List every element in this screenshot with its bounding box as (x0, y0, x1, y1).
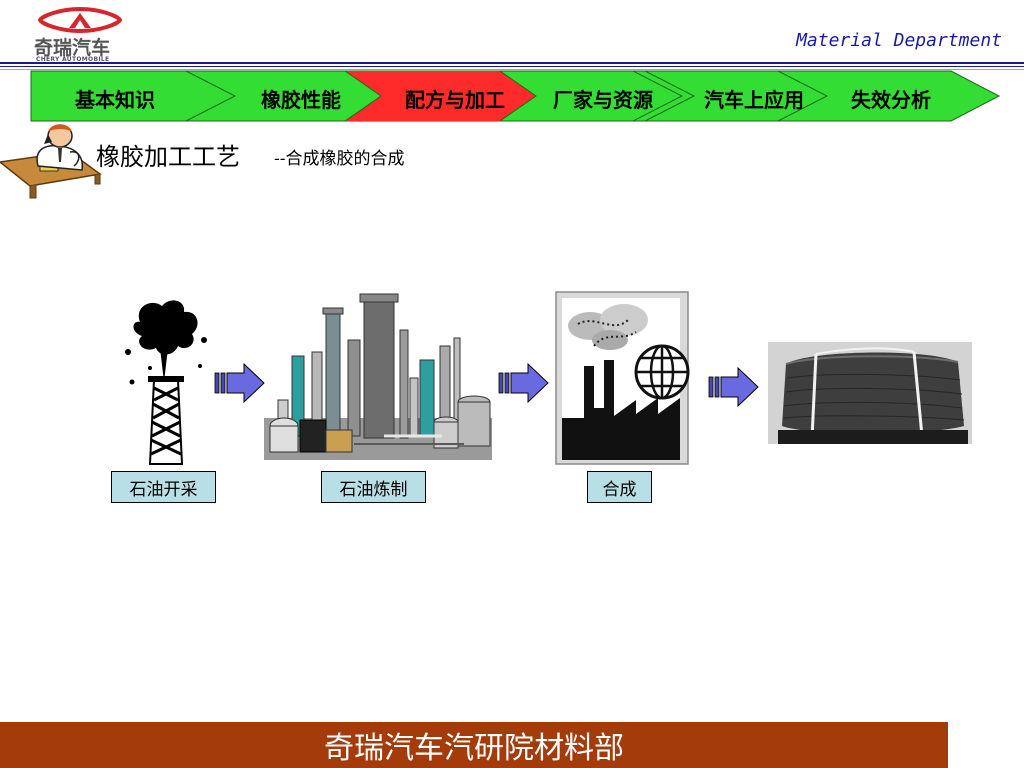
nav-item-formula-processing[interactable]: 配方与加工 (405, 88, 505, 112)
step-label-synthesis: 合成 (587, 471, 652, 503)
footer-banner: 奇瑞汽车汽研院材料部 (0, 722, 948, 768)
chery-logo: 奇瑞汽车 CHERY AUTOMOBILE (32, 6, 128, 63)
step-label-oil-refining: 石油炼制 (321, 471, 426, 503)
oil-well-icon (120, 296, 212, 468)
step-label-oil-extraction: 石油开采 (111, 471, 216, 503)
chemical-plant-icon (554, 290, 696, 468)
nav-item-rubber-properties[interactable]: 橡胶性能 (261, 88, 341, 112)
refinery-icon (264, 290, 492, 460)
slide-title: 橡胶加工工艺 (96, 143, 240, 171)
flow-arrow-icon (214, 362, 266, 408)
nav-item-basic-knowledge[interactable]: 基本知识 (75, 88, 155, 112)
nav-item-manufacturers-resources[interactable]: 厂家与资源 (553, 88, 653, 112)
chery-emblem-icon (37, 6, 123, 34)
man-on-phone-clipart (0, 122, 102, 202)
nav-item-failure-analysis[interactable]: 失效分析 (851, 88, 931, 112)
header-rule (0, 69, 1024, 70)
flow-arrow-icon (708, 366, 760, 412)
header-rule (0, 62, 1024, 64)
slide-subtitle: --合成橡胶的合成 (274, 149, 405, 169)
flow-arrow-icon (498, 362, 550, 408)
nav-item-automotive-applications[interactable]: 汽车上应用 (704, 88, 804, 112)
nav-arrow-shapes (30, 70, 1001, 122)
logo-chinese-text: 奇瑞汽车 (34, 37, 111, 59)
header-rule (0, 66, 1024, 67)
department-label: Material Department (796, 30, 1002, 51)
rubber-bale-icon (768, 342, 972, 444)
section-nav (30, 70, 1002, 122)
logo-english-text: CHERY AUTOMOBILE (36, 56, 110, 63)
